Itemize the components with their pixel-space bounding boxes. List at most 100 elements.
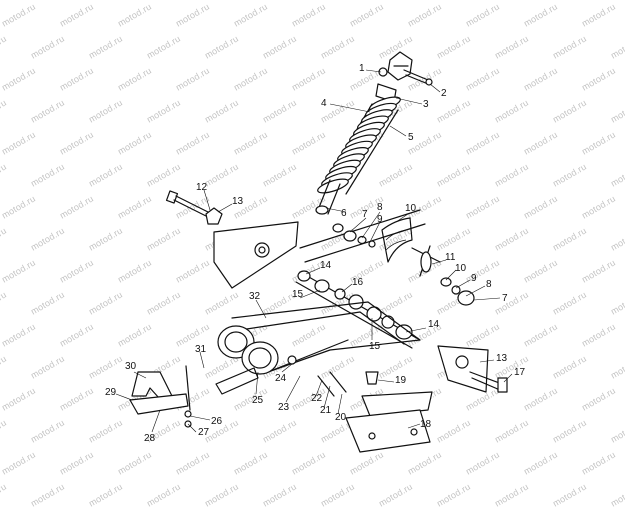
- callout-10b: 10: [455, 263, 467, 274]
- leader-line: [395, 213, 409, 223]
- watermark-text: motod.ru: [319, 481, 357, 509]
- callout-17: 17: [514, 367, 526, 378]
- leader-line: [473, 297, 501, 301]
- callout-8a: 8: [377, 202, 383, 213]
- leader-line: [389, 125, 407, 137]
- callout-31: 31: [195, 344, 207, 355]
- leader-line: [299, 289, 321, 299]
- watermark-text: motod.ru: [0, 481, 9, 509]
- watermark-text: motod.ru: [377, 481, 415, 509]
- a-arm: [215, 301, 421, 395]
- callout-32: 32: [249, 291, 261, 302]
- leader-line: [395, 97, 423, 105]
- leader-line: [203, 189, 211, 211]
- callout-10a: 10: [405, 203, 417, 214]
- spring-coil: [317, 178, 349, 194]
- watermark-text: motod.ru: [609, 481, 625, 509]
- callout-8b: 8: [486, 279, 492, 290]
- leader-line: [455, 279, 471, 289]
- callout-7b: 7: [502, 293, 508, 304]
- leader-line: [285, 375, 301, 403]
- callout-15a: 15: [292, 289, 304, 300]
- leader-line: [349, 217, 367, 233]
- shock-absorber: [315, 83, 401, 215]
- callout-21: 21: [320, 405, 332, 416]
- leader-line: [133, 371, 147, 379]
- leader-line: [329, 103, 371, 113]
- callout-20: 20: [335, 412, 347, 423]
- leader-line: [199, 351, 205, 369]
- callout-5: 5: [408, 132, 414, 143]
- callout-27: 27: [198, 427, 210, 438]
- leader-line: [255, 371, 259, 395]
- leader-line: [323, 385, 331, 409]
- callout-24: 24: [275, 373, 287, 384]
- watermark-text: motod.ru: [87, 481, 125, 509]
- footrest-bracket: [129, 365, 192, 428]
- callout-14a: 14: [320, 260, 332, 271]
- leader-line: [369, 221, 381, 243]
- callout-22: 22: [311, 393, 323, 404]
- leader-line: [337, 393, 343, 415]
- callout-11: 11: [445, 252, 456, 263]
- cross-tube: [295, 270, 421, 349]
- callout-12: 12: [196, 182, 208, 193]
- leader-line: [217, 203, 233, 213]
- watermark-text: motod.ru: [145, 481, 183, 509]
- callout-3: 3: [423, 99, 429, 110]
- callout-30: 30: [125, 361, 137, 372]
- lower-plate: [345, 391, 433, 453]
- leader-line: [377, 379, 395, 383]
- watermark-text: motod.ru: [435, 481, 473, 509]
- callout-4: 4: [321, 98, 327, 109]
- leader-line: [281, 363, 293, 373]
- leader-line: [115, 393, 133, 401]
- watermark-text: motod.ru: [29, 481, 67, 509]
- callout-18: 18: [420, 419, 432, 430]
- callout-29: 29: [105, 387, 117, 398]
- leader-line: [429, 83, 441, 93]
- bushing-set-right: [411, 245, 475, 306]
- leader-line: [305, 267, 321, 275]
- bolt-left: [165, 190, 223, 225]
- callout-2: 2: [441, 88, 447, 99]
- callout-16: 16: [352, 277, 364, 288]
- leader-line: [361, 211, 381, 239]
- callout-15b: 15: [369, 341, 381, 352]
- exploded-view-drawing: [115, 51, 513, 453]
- leader-line: [315, 379, 323, 397]
- callout-13a: 13: [232, 196, 244, 207]
- bushing-set-upper: [332, 223, 376, 248]
- leader-line: [365, 69, 382, 73]
- leader-line: [431, 259, 447, 265]
- watermark-text: motod.ru: [493, 481, 531, 509]
- right-bracket: [437, 345, 508, 393]
- leader-line: [405, 327, 427, 333]
- callout-14b: 14: [428, 319, 440, 330]
- callout-1: 1: [359, 63, 365, 74]
- watermark-text: motod.ru: [551, 481, 589, 509]
- upper-mount-bracket: [378, 51, 433, 86]
- leader-line: [151, 409, 161, 433]
- callout-6: 6: [341, 208, 347, 219]
- callout-7a: 7: [362, 209, 368, 220]
- callout-leader-lines: [115, 69, 513, 433]
- watermark-text: motod.ru: [203, 481, 241, 509]
- callout-28: 28: [144, 433, 156, 444]
- leader-line: [187, 423, 197, 433]
- leader-line: [255, 299, 267, 319]
- callout-9a: 9: [377, 214, 383, 225]
- leader-line: [479, 359, 495, 363]
- leader-line: [189, 415, 211, 421]
- leader-line: [325, 207, 347, 213]
- left-mount-plate: [213, 221, 299, 289]
- leader-line: [503, 373, 513, 383]
- callout-26: 26: [211, 416, 223, 427]
- callout-9b: 9: [471, 273, 477, 284]
- callout-23: 23: [278, 402, 290, 413]
- callout-13b: 13: [496, 353, 508, 364]
- leader-line: [341, 283, 353, 293]
- callout-19: 19: [395, 375, 407, 386]
- watermark-text: motod.ru: [261, 481, 299, 509]
